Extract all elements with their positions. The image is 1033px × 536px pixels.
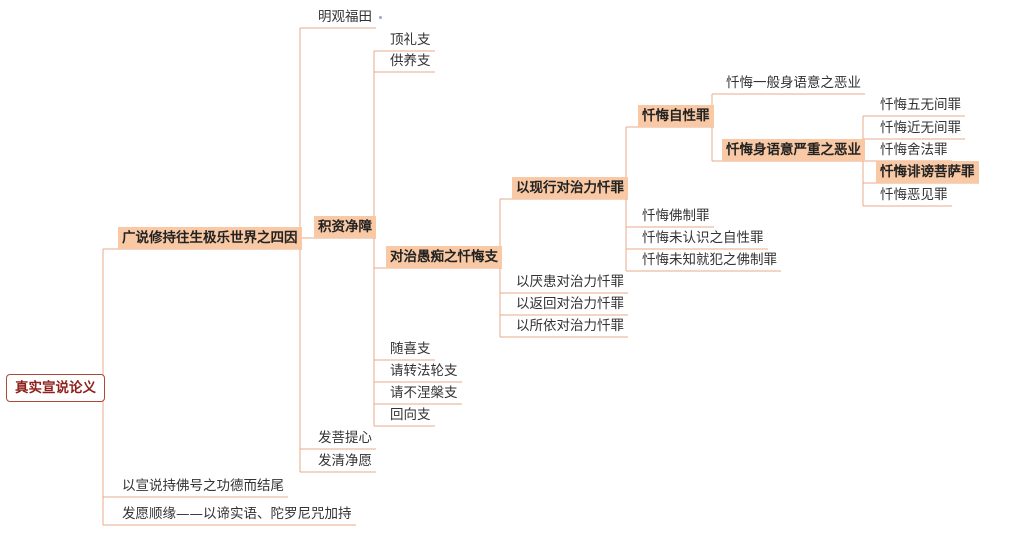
branch-prostration[interactable]: 顶礼支 — [390, 32, 431, 48]
confess-near-heinous[interactable]: 忏悔近无间罪 — [880, 120, 961, 136]
confess-natural-misdeeds[interactable]: 忏悔自性罪 — [638, 105, 714, 127]
confess-unrecognized[interactable]: 忏悔未认识之自性罪 — [642, 230, 764, 246]
confess-five-heinous[interactable]: 忏悔五无间罪 — [880, 97, 961, 113]
confess-slander-bodhisattva[interactable]: 忏悔诽谤菩萨罪 — [876, 161, 979, 183]
topic-bodhicitta[interactable]: 发菩提心 — [318, 430, 372, 446]
branch-request-remain[interactable]: 请不涅槃支 — [390, 385, 458, 401]
branch-request-teaching[interactable]: 请转法轮支 — [390, 363, 458, 379]
topic-pure-aspiration[interactable]: 发清净愿 — [318, 453, 372, 469]
power-resolve[interactable]: 以返回对治力忏罪 — [516, 296, 624, 312]
confess-abandon-dharma[interactable]: 忏悔舍法罪 — [880, 142, 948, 158]
branch-dedication[interactable]: 回向支 — [390, 407, 431, 423]
power-regret[interactable]: 以厌患对治力忏罪 — [516, 274, 624, 290]
power-remedy[interactable]: 以现行对治力忏罪 — [512, 177, 628, 199]
branch-offering[interactable]: 供养支 — [390, 53, 431, 69]
confess-precept-violations[interactable]: 忏悔佛制罪 — [642, 208, 710, 224]
branch-confession[interactable]: 对治愚痴之忏悔支 — [386, 246, 502, 268]
topic-aspiration[interactable]: 发愿顺缘——以谛实语、陀罗尼咒加持 — [122, 506, 352, 522]
topic-visualize-field[interactable]: 明观福田 — [318, 9, 372, 25]
confess-grave-misdeeds[interactable]: 忏悔身语意严重之恶业 — [722, 139, 865, 161]
confess-wrong-view[interactable]: 忏悔恶见罪 — [880, 187, 948, 203]
confess-general-misdeeds[interactable]: 忏悔一般身语意之恶业 — [726, 75, 861, 91]
power-reliance[interactable]: 以所依对治力忏罪 — [516, 318, 624, 334]
note-dot-icon — [379, 16, 382, 19]
topic-accumulate-purify[interactable]: 积资净障 — [314, 216, 376, 238]
topic-four-causes[interactable]: 广说修持往生极乐世界之四因 — [118, 227, 302, 249]
branch-rejoicing[interactable]: 随喜支 — [390, 341, 431, 357]
root-topic[interactable]: 真实宣说论义 — [6, 374, 105, 402]
confess-unknowing[interactable]: 忏悔未知就犯之佛制罪 — [642, 252, 777, 268]
topic-conclusion[interactable]: 以宣说持佛号之功德而结尾 — [122, 478, 284, 494]
